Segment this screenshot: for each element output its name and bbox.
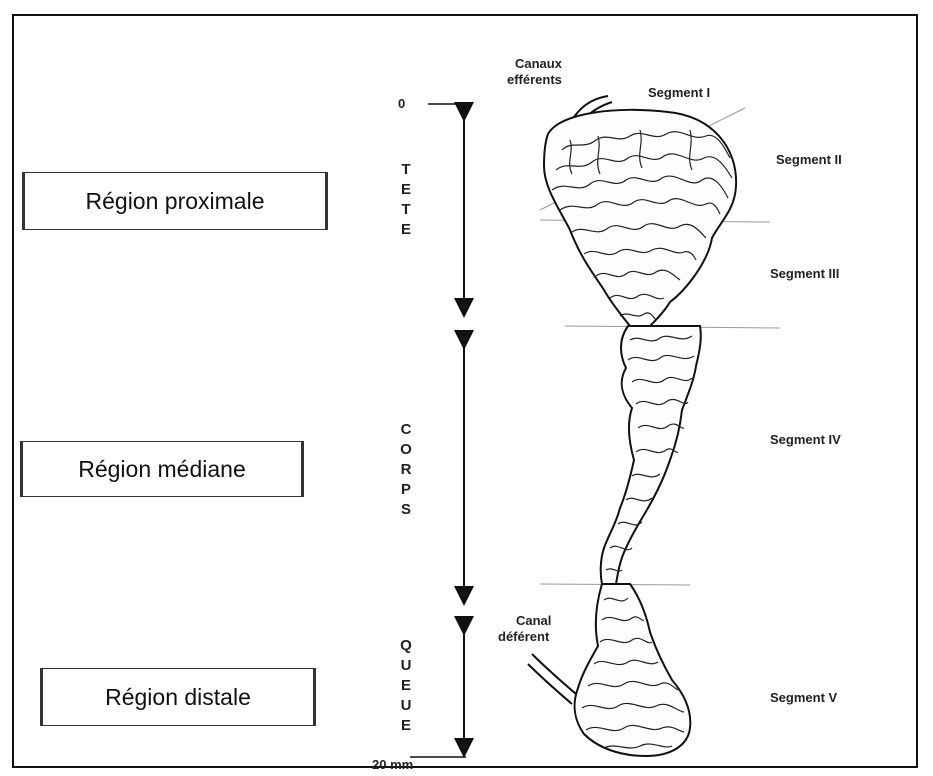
epididymis-tail-shape [575,584,691,756]
segment-5-label: Segment V [770,690,837,705]
deferent-label-line2: déférent [498,629,549,644]
scale-end-label: 20 mm [372,757,413,772]
deferent-label-line1: Canal [516,613,551,628]
segment-3-label: Segment III [770,266,839,281]
epididymis-head-shape [544,110,736,326]
efferent-label-line1: Canaux [515,56,562,71]
efferent-label-line2: efférents [507,72,562,87]
segment-1-label: Segment I [648,85,710,100]
zone-head-label: TETE [396,160,416,240]
zone-body-label: CORPS [396,420,416,520]
segment-2-label: Segment II [776,152,842,167]
zone-tail-label: QUEUE [396,636,416,736]
segment-4-label: Segment IV [770,432,841,447]
scale-start-label: 0 [398,96,405,111]
epididymis-body-shape [601,326,701,584]
